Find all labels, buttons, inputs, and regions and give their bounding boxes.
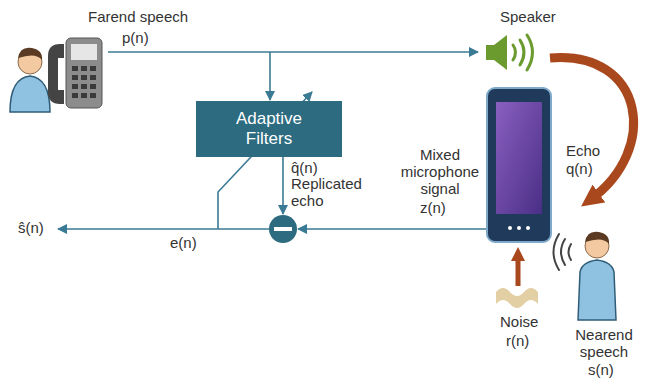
replica-wire <box>282 157 284 214</box>
signal-label: q̂(n) <box>291 159 318 176</box>
output-wire <box>58 228 269 230</box>
signal-label: r(n) <box>506 332 529 349</box>
filter-input-wire <box>269 52 271 100</box>
signal-label: Replicated echo <box>291 175 373 209</box>
speaker-icon <box>486 35 533 70</box>
farend-wire <box>108 51 478 53</box>
signal-label: ŝ(n) <box>18 219 44 236</box>
process-box: Adaptive Filters <box>196 101 342 157</box>
farend-person <box>10 48 50 112</box>
signal-label: p(n) <box>122 29 149 46</box>
telephone-icon <box>48 38 102 108</box>
signal-wires <box>58 52 486 229</box>
signal-label: q(n) <box>566 160 593 177</box>
noise-symbol <box>496 254 538 308</box>
signal-label: Nearend speech <box>568 326 640 360</box>
signal-label: Noise <box>500 313 538 330</box>
box-title: Adaptive Filters <box>224 109 314 149</box>
signal-label: Farend speech <box>88 8 188 25</box>
signal-label: Mixed microphone signal <box>396 146 484 197</box>
signal-label: e(n) <box>170 234 197 251</box>
smartphone-icon <box>487 88 551 242</box>
signal-label: Echo <box>566 142 600 159</box>
signal-label: z(n) <box>420 199 446 216</box>
nearend-person <box>554 232 617 320</box>
signal-label: s(n) <box>588 361 614 378</box>
subtractor-symbol <box>269 215 297 243</box>
echo-arrow <box>550 58 634 200</box>
microphone-wire <box>298 228 486 230</box>
signal-label: Speaker <box>500 8 556 25</box>
